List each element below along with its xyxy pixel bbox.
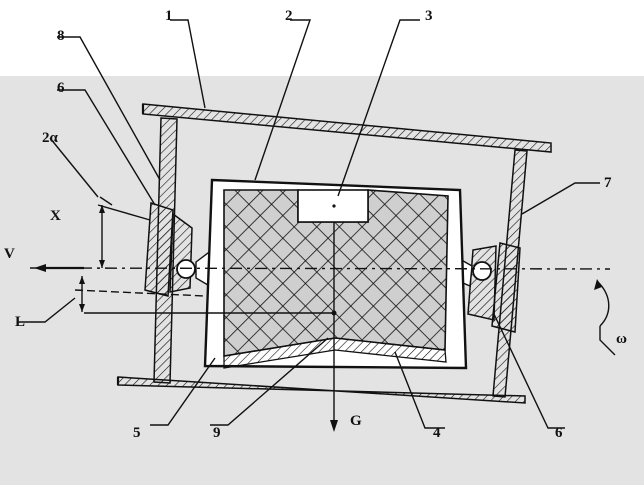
right-bearing-assembly bbox=[455, 242, 521, 333]
label-8: 8 bbox=[57, 28, 65, 44]
leader-lines bbox=[18, 19, 616, 429]
label-2: 2 bbox=[285, 8, 293, 24]
container-bottom-liner bbox=[223, 337, 447, 369]
label-6-left: 6 bbox=[57, 80, 65, 96]
gravity-arrow bbox=[330, 420, 338, 432]
label-omega: ω bbox=[616, 331, 627, 347]
label-2alpha: 2α bbox=[42, 130, 59, 146]
label-6-right: 6 bbox=[555, 425, 563, 441]
left-bearing-ball bbox=[176, 259, 196, 279]
label-v: V bbox=[4, 246, 15, 262]
background-top bbox=[0, 0, 644, 76]
right-bearing-ball bbox=[472, 261, 492, 281]
label-1: 1 bbox=[165, 8, 173, 24]
label-4: 4 bbox=[433, 425, 441, 441]
label-5: 5 bbox=[133, 425, 141, 441]
label-l: L bbox=[15, 314, 25, 330]
container bbox=[203, 178, 468, 370]
rotation-axis bbox=[29, 267, 611, 270]
label-x: X bbox=[50, 208, 61, 224]
label-7: 7 bbox=[604, 175, 612, 191]
label-g: G bbox=[350, 413, 362, 429]
drum-shell bbox=[116, 103, 552, 404]
label-3: 3 bbox=[425, 8, 433, 24]
label-9: 9 bbox=[213, 425, 221, 441]
offset-axis bbox=[74, 289, 206, 297]
